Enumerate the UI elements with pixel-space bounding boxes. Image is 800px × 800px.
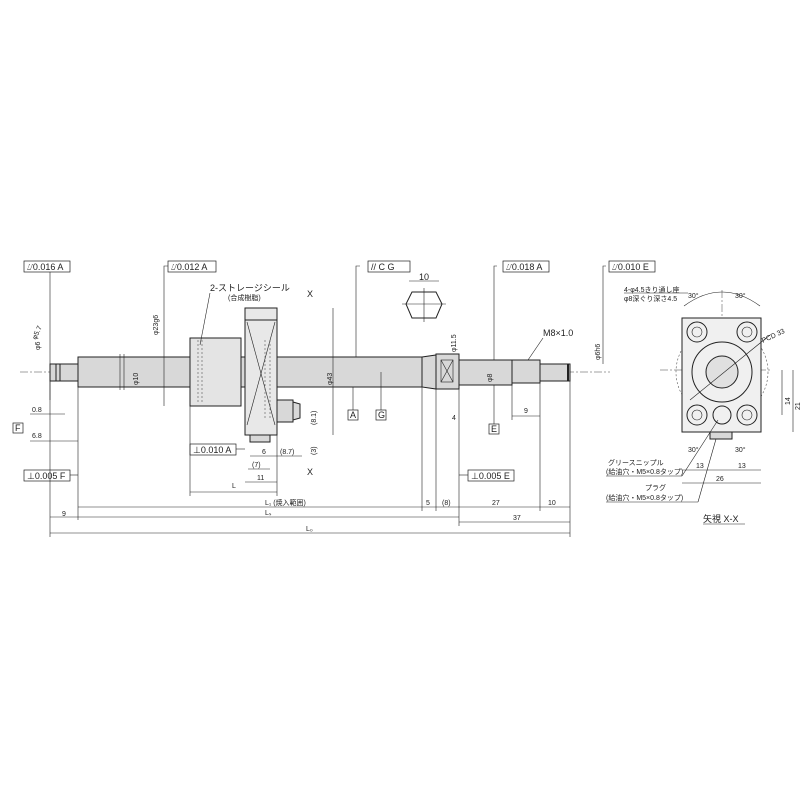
dim-lo: L₀ [306, 526, 313, 533]
tolerance-left-end: ⌰0.016 A [27, 262, 63, 272]
dim-8-7: (8.7) [280, 449, 294, 456]
dim-5: 5 [426, 500, 430, 507]
dim-9-left: 9 [62, 511, 66, 518]
dim-d-flange: φ43 [327, 373, 334, 385]
dim-7: (7) [252, 462, 261, 469]
flat-detail: 10 [402, 272, 446, 322]
dim-14: 14 [785, 397, 792, 405]
dim-8: (8) [442, 500, 451, 507]
dim-13-left: 13 [696, 463, 704, 470]
tolerance-nut-body: ⌰0.012 A [171, 262, 207, 272]
dim-9-right: 9 [524, 408, 528, 415]
dim-3: (3) [311, 446, 318, 455]
datum-e: E [491, 424, 497, 434]
plug [249, 434, 271, 443]
plug-sub-label: (給油穴・M5×0.8タップ) [606, 493, 683, 502]
tolerance-flange-perp: ⊥0.010 A [193, 445, 231, 455]
dim-d-nut: φ23g6 [153, 315, 160, 335]
grease-sub-label: (給油穴・M5×0.8タップ) [606, 467, 683, 476]
angle-30-bottom-left: 30° [688, 446, 699, 454]
dim-27: 27 [492, 500, 500, 507]
thread-section [511, 359, 541, 384]
dim-6-8: 6.8 [32, 433, 42, 440]
angle-30-top-left: 30° [688, 292, 699, 300]
datum-g: G [378, 410, 385, 420]
dim-11: 11 [257, 475, 264, 482]
dim-d-shaft: φ10 [133, 373, 140, 385]
dim-l1: L₁ (焼入範囲) [265, 498, 306, 507]
dim-d-left-journal: φ6 [35, 341, 42, 350]
pcd-label: PCD 33 [761, 328, 786, 345]
dim-37: 37 [513, 515, 521, 522]
dim-0-8: 0.8 [32, 407, 42, 414]
view-label: 矢視 X-X [703, 513, 739, 524]
plug-label: プラグ [645, 483, 666, 492]
section-mark-bottom: X [307, 467, 313, 477]
dim-ls: Lₛ [265, 510, 272, 517]
tolerance-bearing: ⌰0.018 A [506, 262, 542, 272]
holes-sub-label: φ8深ぐり深さ4.5 [624, 294, 677, 303]
dim-l: L [232, 483, 236, 490]
thread-label: M8×1.0 [543, 328, 573, 338]
grease-label: グリースニップル [608, 458, 664, 467]
section-mark-top: X [307, 289, 313, 299]
dim-6: 6 [262, 449, 266, 456]
datum-f: F [15, 423, 21, 433]
grease-nipple-hole [712, 405, 732, 425]
angle-30-top-right: 30° [735, 292, 746, 300]
grease-nipple [276, 399, 294, 423]
dim-21: 21 [795, 402, 800, 410]
tolerance-shaft-cg: // C G [371, 262, 395, 272]
dim-flat-width: 10 [419, 272, 429, 282]
seal-sub-label: (合成樹脂) [228, 293, 261, 302]
ball-nut [189, 307, 301, 443]
dim-4: 4 [452, 415, 456, 422]
dim-d-bearing: φ8 [487, 373, 494, 382]
dim-8-1: (8.1) [311, 411, 318, 425]
holes-label: 4-φ4.5きり通し座 [624, 285, 680, 294]
datum-a: A [350, 410, 356, 420]
tolerance-left-face: ⊥0.005 F [27, 471, 66, 481]
dim-26: 26 [716, 476, 724, 483]
tolerance-right-face: ⊥0.005 E [471, 471, 510, 481]
seal-label: 2-ストレージシール [210, 283, 290, 293]
tolerance-right-end: ⌰0.010 E [612, 262, 649, 272]
dim-d-collar: φ11.5 [451, 334, 458, 352]
dim-13-right: 13 [738, 463, 746, 470]
angle-30-bottom-right: 30° [735, 446, 746, 454]
dim-d-left-end: φ5.7 [31, 325, 43, 341]
screw-shaft [49, 353, 571, 390]
dim-d-right-end: φ6h6 [595, 344, 602, 360]
dim-10: 10 [548, 500, 556, 507]
section-view-x-x: PCD 33 4-φ4.5きり通し座 φ8深ぐり深さ4.5 30° 30° 30… [606, 285, 800, 525]
